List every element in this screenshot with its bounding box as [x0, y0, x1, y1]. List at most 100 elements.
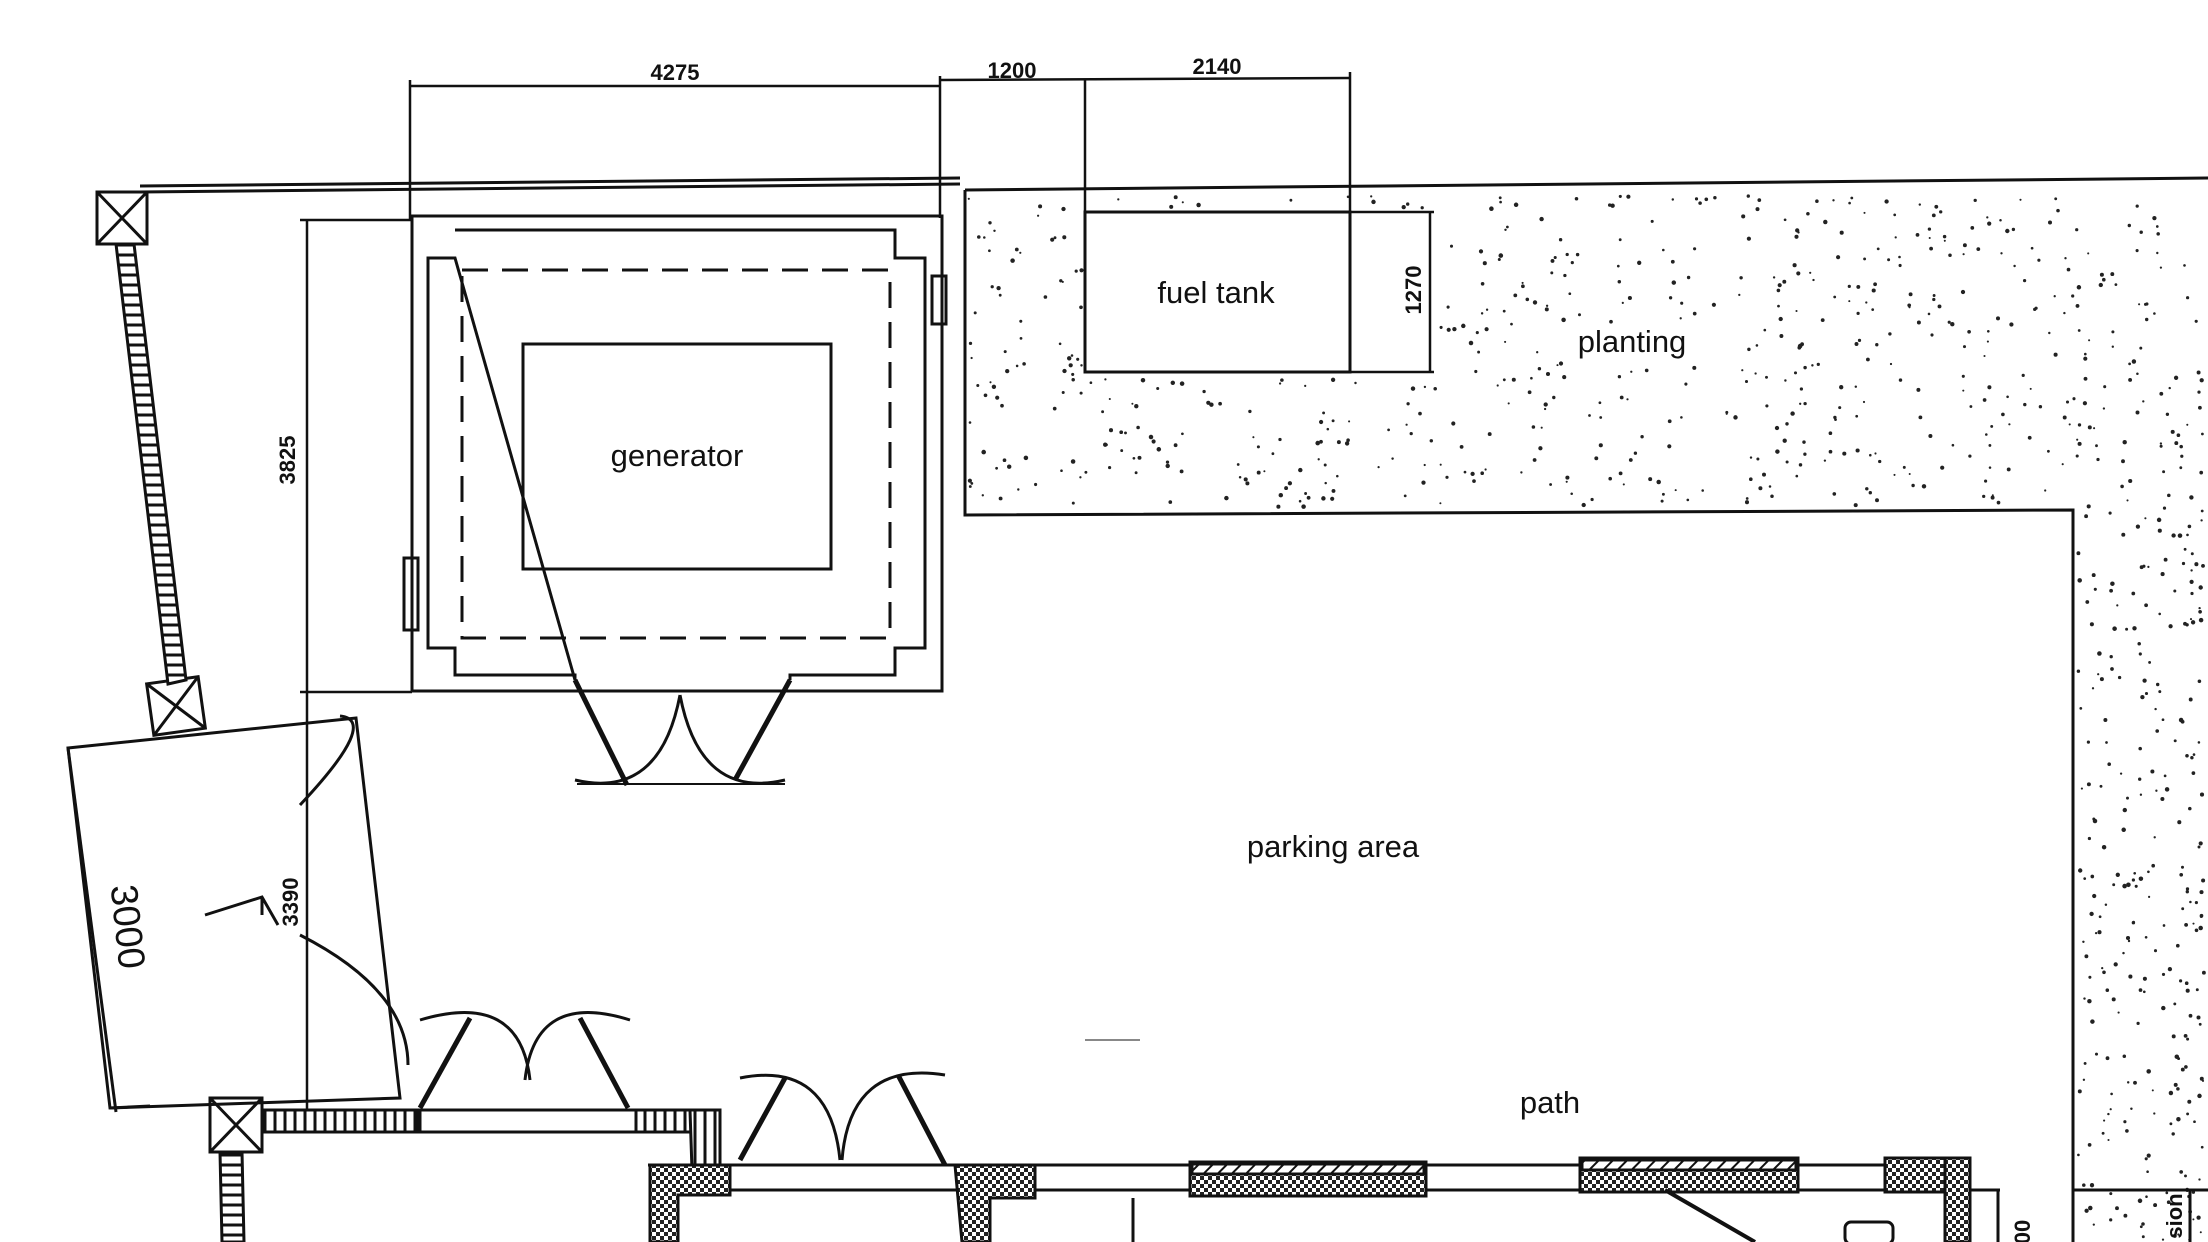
stipple-dot — [2167, 493, 2171, 498]
stipple-dot — [2179, 872, 2184, 877]
stipple-dot — [2198, 1022, 2202, 1026]
stipple-dot — [1236, 463, 1240, 466]
stipple-dot — [1553, 255, 1557, 260]
stipple-dot — [1536, 351, 1539, 354]
stipple-dot — [2158, 690, 2162, 694]
stipple-dot — [1429, 439, 1434, 443]
stipple-dot — [1803, 365, 1807, 370]
stipple-dot — [1741, 214, 1746, 219]
stipple-dot — [2107, 1112, 2110, 1116]
stipple-dot — [2197, 679, 2202, 684]
stipple-dot — [1932, 297, 1936, 302]
stipple-dot — [2156, 232, 2160, 236]
stipple-dot — [2134, 884, 2138, 888]
stipple-dot — [970, 482, 974, 485]
stipple-dot — [1609, 319, 1613, 324]
stipple-dot — [2080, 787, 2083, 790]
stipple-dot — [1433, 387, 1437, 391]
gap-dimension: 1200 — [988, 58, 1037, 83]
stipple-dot — [1617, 375, 1622, 379]
stipple-dot — [1370, 195, 1373, 198]
stipple-dot — [2072, 397, 2076, 401]
stipple-dot — [2138, 876, 2144, 881]
stipple-dot — [1252, 436, 1255, 439]
stipple-dot — [1007, 464, 1012, 469]
stipple-dot — [1527, 390, 1532, 395]
stipple-dot — [973, 311, 977, 315]
stipple-dot — [2161, 972, 2166, 976]
stipple-dot — [2145, 1195, 2148, 1198]
stipple-dot — [1803, 401, 1807, 406]
stipple-dot — [2185, 890, 2189, 894]
stipple-dot — [2111, 997, 2116, 1002]
stipple-dot — [2122, 440, 2127, 445]
stipple-dot — [1802, 440, 1806, 444]
stipple-dot — [2148, 895, 2151, 899]
stipple-dot — [1439, 325, 1443, 329]
stipple-dot — [2111, 330, 2115, 334]
stipple-dot — [2109, 588, 2113, 593]
stipple-dot — [2084, 1208, 2089, 1213]
stipple-dot — [2084, 954, 2089, 959]
stipple-dot — [2159, 442, 2163, 445]
stipple-dot — [1330, 377, 1336, 382]
stipple-dot — [1884, 199, 1889, 204]
stipple-dot — [2192, 753, 2196, 756]
stipple-dot — [1323, 463, 1327, 467]
stipple-dot — [1543, 402, 1548, 407]
stipple-dot — [1059, 279, 1063, 283]
stipple-dot — [2191, 771, 2196, 775]
stipple-dot — [1704, 197, 1709, 202]
stipple-dot — [1101, 410, 1105, 414]
stipple-dot — [1280, 378, 1284, 382]
stipple-dot — [1756, 457, 1760, 461]
stipple-dot — [1023, 455, 1029, 461]
stipple-dot — [1540, 426, 1543, 429]
stipple-dot — [1816, 362, 1820, 367]
stipple-dot — [1287, 481, 1293, 486]
stipple-dot — [1962, 253, 1965, 256]
stipple-dot — [1854, 342, 1859, 346]
stipple-dot — [2131, 878, 2136, 882]
stipple-dot — [2137, 641, 2141, 646]
stipple-dot — [2027, 435, 2032, 440]
stipple-dot — [1628, 458, 1633, 462]
stipple-dot — [1962, 345, 1967, 349]
stipple-dot — [2128, 974, 2133, 979]
stipple-dot — [2139, 1225, 2143, 1229]
gate-opening-dimension: 3390 — [278, 878, 303, 927]
tank-depth-dimension: 1270 — [1401, 266, 1426, 315]
stipple-dot — [1725, 410, 1729, 414]
stipple-dot — [1331, 488, 1336, 493]
stipple-dot — [2146, 1069, 2151, 1074]
stipple-dot — [1969, 405, 1973, 408]
stipple-dot — [1795, 474, 1799, 478]
stipple-dot — [1568, 292, 1572, 296]
stipple-dot — [1865, 487, 1869, 491]
stipple-dot — [1578, 313, 1581, 317]
stipple-dot — [1545, 371, 1551, 377]
stipple-dot — [2147, 870, 2150, 874]
stipple-dot — [1322, 411, 1326, 415]
stipple-dot — [2184, 1065, 2188, 1069]
stipple-dot — [2197, 845, 2201, 849]
stipple-dot — [1982, 494, 1986, 499]
stipple-dot — [1616, 264, 1620, 268]
stipple-dot — [2089, 1183, 2095, 1188]
stipple-dot — [1847, 284, 1851, 289]
stipple-dot — [2125, 935, 2131, 941]
stipple-dot — [2119, 772, 2123, 775]
stipple-dot — [967, 197, 970, 200]
stipple-dot — [2089, 622, 2094, 627]
stipple-dot — [2199, 1076, 2204, 1081]
stipple-dot — [2132, 626, 2137, 631]
stipple-dot — [2126, 796, 2129, 800]
stipple-dot — [1962, 243, 1967, 248]
stipple-dot — [1823, 219, 1828, 225]
stipple-dot — [1510, 322, 1513, 326]
stipple-dot — [1618, 194, 1622, 198]
stipple-dot — [1485, 308, 1489, 311]
stipple-dot — [2095, 444, 2098, 448]
stipple-dot — [1561, 317, 1566, 323]
stipple-dot — [2061, 463, 2064, 466]
